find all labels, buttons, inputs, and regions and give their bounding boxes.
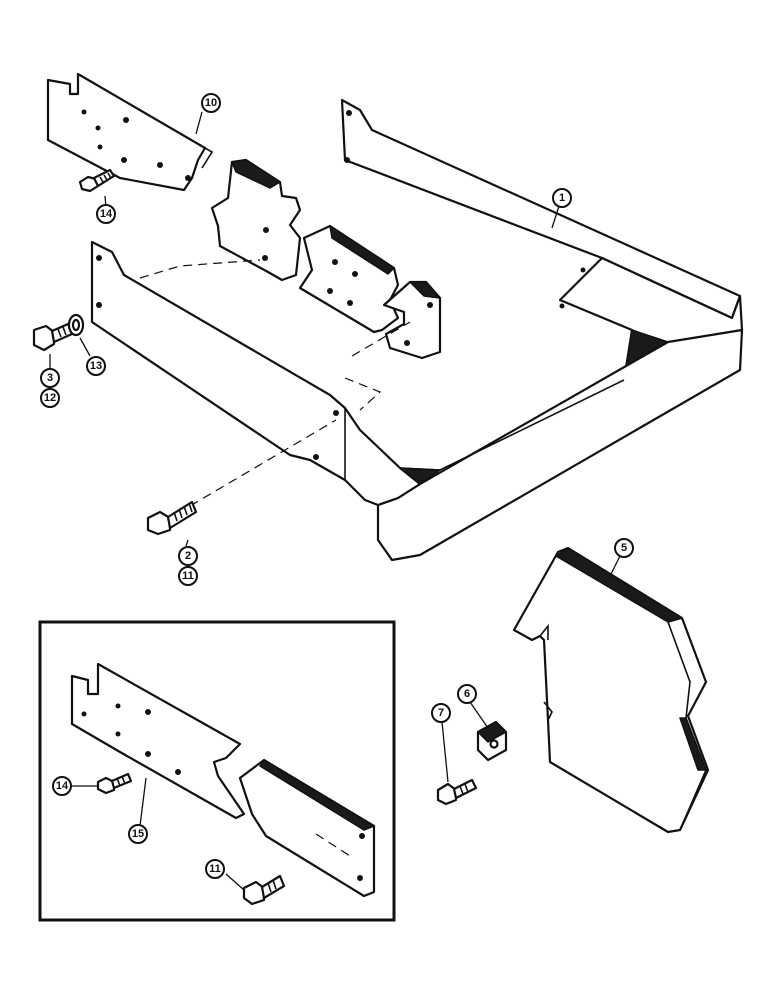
svg-text:12: 12 — [44, 392, 56, 404]
callout-7: 7 — [431, 703, 451, 723]
cover-5 — [512, 546, 710, 834]
bolt-2 — [146, 500, 198, 536]
frame-hole — [580, 267, 586, 273]
alignment-line — [344, 377, 382, 411]
svg-text:11: 11 — [209, 863, 221, 875]
svg-text:5: 5 — [621, 542, 627, 554]
alignment-line — [351, 321, 411, 357]
bolt-14 — [78, 168, 116, 193]
svg-text:14: 14 — [56, 780, 69, 792]
svg-text:7: 7 — [438, 707, 444, 719]
callout-14: 14 — [96, 204, 116, 224]
svg-text:6: 6 — [464, 688, 470, 700]
callout-12: 12 — [40, 388, 60, 408]
svg-text:2: 2 — [185, 550, 191, 562]
callout-5: 5 — [614, 538, 634, 558]
callout-6: 6 — [457, 684, 477, 704]
callout-15: 15 — [128, 824, 148, 844]
weight-bracket-left — [210, 158, 302, 282]
svg-text:1: 1 — [559, 192, 565, 204]
callout-2: 2 — [178, 546, 198, 566]
svg-text:15: 15 — [132, 828, 144, 840]
frame-hole — [313, 454, 319, 460]
callout-1: 1 — [552, 188, 572, 208]
callout-11-inset: 11 — [205, 859, 225, 879]
frame-hole — [333, 410, 339, 416]
end-bracket — [382, 280, 442, 360]
frame-hole — [346, 110, 352, 116]
side-plate-10 — [46, 72, 214, 192]
svg-text:3: 3 — [47, 372, 53, 384]
washer-13 — [67, 313, 85, 337]
frame-hole — [96, 255, 102, 261]
frame-hole — [96, 302, 102, 308]
weight-bracket-right — [298, 224, 400, 334]
callout-13: 13 — [86, 356, 106, 376]
callout-3: 3 — [40, 368, 60, 388]
callout-10: 10 — [201, 93, 221, 113]
svg-text:11: 11 — [182, 570, 194, 582]
callout-14-inset: 14 — [52, 776, 72, 796]
clip-6 — [476, 720, 508, 762]
callout-11: 11 — [178, 566, 198, 586]
frame-hole — [344, 157, 350, 163]
svg-text:14: 14 — [100, 208, 113, 220]
alignment-line — [189, 419, 337, 507]
alignment-line — [139, 259, 261, 279]
bolt-3 — [32, 322, 74, 352]
bolt-7 — [436, 778, 478, 806]
inset-detail — [38, 620, 396, 922]
svg-text:13: 13 — [90, 360, 102, 372]
svg-text:10: 10 — [205, 97, 217, 109]
front-support-frame — [90, 98, 744, 562]
frame-hole — [559, 303, 565, 309]
